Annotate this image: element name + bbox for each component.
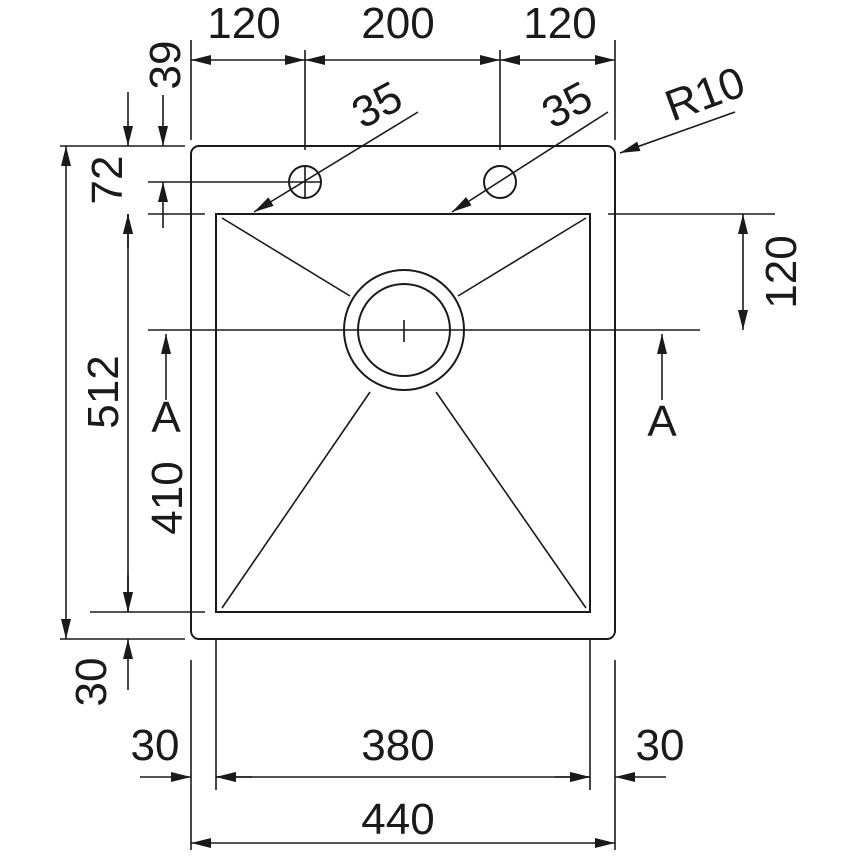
svg-text:39: 39 [141,41,190,90]
tap-hole-right-icon [483,165,517,199]
section-marker-left: A [151,334,181,442]
svg-text:30: 30 [67,658,116,707]
dimension-bottom-440: 440 [191,795,615,848]
svg-text:410: 410 [143,461,192,534]
svg-text:200: 200 [361,0,434,48]
sink-outer-outline [190,145,616,640]
svg-text:35: 35 [534,72,600,138]
svg-text:440: 440 [361,795,434,844]
hole-diameter-left: 35 [253,72,419,213]
dimension-bottom-30-left: 30 [131,721,252,782]
dimension-top-120-right: 120 [500,0,615,65]
dimension-left-512: 512 [61,146,128,639]
dimension-right-120: 120 [738,214,806,330]
corner-radius-leader: R10 [619,58,752,154]
svg-text:A: A [647,397,677,446]
dimension-top-200: 200 [305,0,500,65]
svg-text:72: 72 [83,156,132,205]
dimension-left-72: 72 [83,92,133,248]
svg-text:A: A [151,393,181,442]
svg-text:120: 120 [207,0,280,48]
svg-text:512: 512 [79,355,128,428]
dimension-left-30: 30 [67,575,133,707]
svg-text:30: 30 [636,721,685,770]
svg-text:35: 35 [344,72,410,138]
section-marker-right: A [647,334,677,446]
tap-hole-left-icon [288,165,322,199]
dimension-bottom-380: 380 [216,721,590,782]
dimension-left-39: 39 [141,41,190,228]
svg-text:30: 30 [131,721,180,770]
svg-text:R10: R10 [659,58,752,132]
hole-diameter-right: 35 [451,72,609,213]
dimension-left-410: 410 [123,214,192,612]
dimension-top-120-left: 120 [191,0,305,65]
sink-bowl [215,213,591,613]
svg-text:380: 380 [361,721,434,770]
svg-text:120: 120 [523,0,596,48]
svg-text:120: 120 [757,235,806,308]
dimension-bottom-30-right: 30 [555,721,685,782]
extension-lines [60,40,775,850]
